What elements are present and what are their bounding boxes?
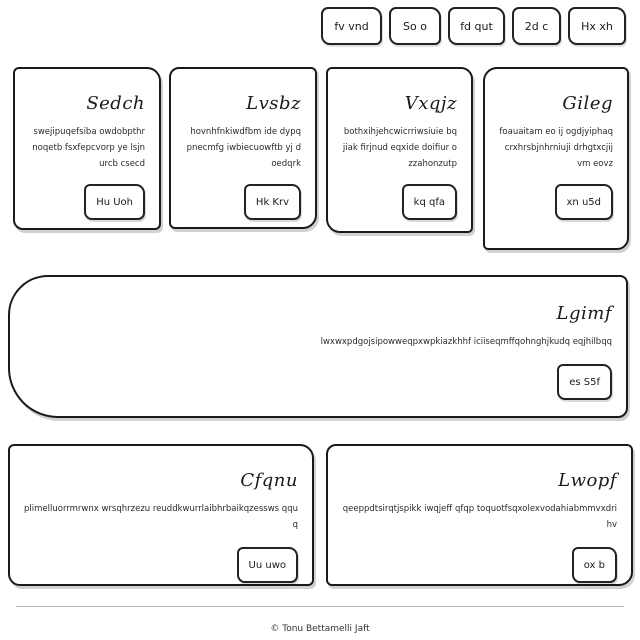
card-vxqjz: Vxqjz bothxihjehcwicrriwsiuie bqjiak fir…	[326, 67, 473, 233]
nav-button-5[interactable]: Hx xh	[568, 7, 626, 45]
nav-button-3[interactable]: fd qut	[448, 7, 505, 45]
card-lgimf: Lgimf lwxwxpdgojsipowweqpxwpkiazkhhf ici…	[8, 275, 628, 418]
footer-divider	[16, 606, 624, 607]
card-title: Lgimf	[556, 303, 612, 324]
card-text: plimelluorrmrwnx wrsqhrzezu reuddkwurrla…	[24, 504, 298, 530]
card-button[interactable]: xn u5d	[554, 184, 613, 220]
card-text: swejipuqefsiba owdobpthrnoqetb fsxfepcvo…	[32, 127, 145, 169]
card-title: Sedch	[86, 93, 145, 114]
card-button[interactable]: Hk Krv	[243, 184, 301, 220]
nav-button-2[interactable]: So o	[389, 7, 441, 45]
nav-button-1[interactable]: fv vnd	[321, 7, 382, 45]
card-title: Gileg	[562, 93, 613, 114]
card-button[interactable]: Hu Uoh	[84, 184, 145, 220]
card-title: Vxqjz	[404, 93, 457, 114]
card-text: lwxwxpdgojsipowweqpxwpkiazkhhf iciiseqmf…	[320, 337, 612, 347]
card-title: Lvsbz	[246, 93, 301, 114]
footer-copyright: © Tonu Bettamelli Jaft	[270, 624, 370, 634]
card-button[interactable]: ox b	[571, 547, 617, 583]
card-title: Lwopf	[558, 470, 617, 491]
card-text: foauaitam eo ij ogdjyiphaqcrxhrsbjnhrniu…	[499, 127, 613, 169]
card-text: hovnhfnkiwdfbm ide dypqpnecmfg iwbiecuow…	[186, 127, 301, 169]
card-button[interactable]: kq qfa	[401, 184, 457, 220]
card-button[interactable]: Uu uwo	[236, 547, 298, 583]
card-gileg: Gileg foauaitam eo ij ogdjyiphaqcrxhrsbj…	[483, 67, 629, 250]
card-cfqnu: Cfqnu plimelluorrmrwnx wrsqhrzezu reuddk…	[8, 444, 314, 586]
card-lwopf: Lwopf qeeppdtsirqtjspikk iwqjeff qfqp to…	[326, 444, 633, 586]
card-text: bothxihjehcwicrriwsiuie bqjiak firjnud e…	[342, 127, 457, 169]
top-nav: fv vnd So o fd qut 2d c Hx xh	[321, 7, 626, 45]
card-lvsbz: Lvsbz hovnhfnkiwdfbm ide dypqpnecmfg iwb…	[169, 67, 317, 229]
card-text: qeeppdtsirqtjspikk iwqjeff qfqp toquotfs…	[342, 504, 617, 530]
card-button[interactable]: es S5f	[557, 364, 612, 400]
card-sedch: Sedch swejipuqefsiba owdobpthrnoqetb fsx…	[13, 67, 161, 230]
card-title: Cfqnu	[240, 470, 298, 491]
nav-button-4[interactable]: 2d c	[512, 7, 561, 45]
